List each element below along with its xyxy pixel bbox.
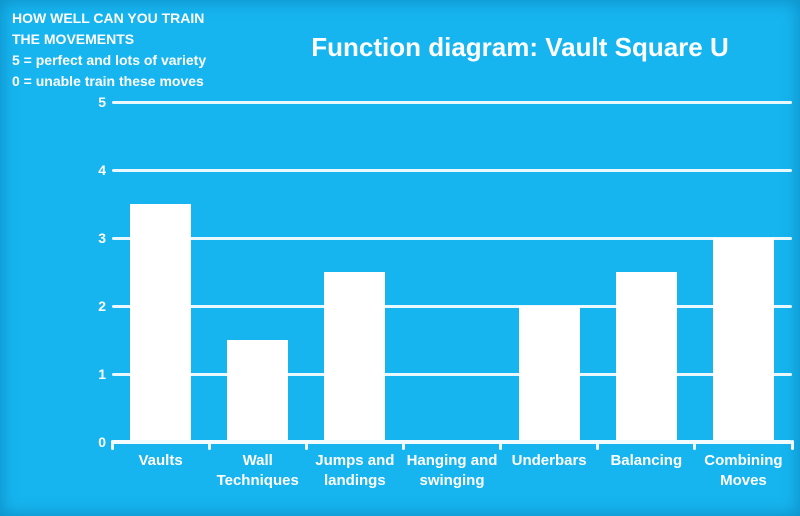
y-axis-label-4: 4 bbox=[98, 162, 106, 178]
y-axis-label-2: 2 bbox=[98, 298, 106, 314]
gridline-1 bbox=[112, 373, 792, 376]
x-axis-tick-2 bbox=[304, 440, 308, 450]
x-axis-tick-0 bbox=[110, 440, 114, 450]
x-axis-tick-7 bbox=[790, 440, 794, 450]
bar-5 bbox=[615, 272, 677, 442]
x-axis-line bbox=[112, 440, 792, 444]
annotation-line-2: THE MOVEMENTS bbox=[12, 31, 135, 47]
y-axis-label-0: 0 bbox=[98, 434, 106, 450]
bar-2 bbox=[324, 272, 386, 442]
annotation-line-3: 5 = perfect and lots of variety bbox=[12, 52, 207, 68]
x-axis-label-1: Wall Techniques bbox=[216, 452, 299, 489]
bar-4 bbox=[518, 306, 580, 442]
y-axis-label-5: 5 bbox=[98, 94, 106, 110]
chart-title: Function diagram: Vault Square U bbox=[311, 32, 729, 62]
gridline-4 bbox=[112, 169, 792, 172]
gridline-5 bbox=[112, 101, 792, 104]
gridline-2 bbox=[112, 305, 792, 308]
bar-0 bbox=[130, 204, 192, 442]
x-axis-tick-6 bbox=[693, 440, 697, 450]
annotation-line-1: HOW WELL CAN YOU TRAIN bbox=[12, 10, 205, 26]
x-axis-label-5: Balancing bbox=[610, 452, 683, 469]
x-axis-tick-3 bbox=[401, 440, 405, 450]
gridline-3 bbox=[112, 237, 792, 240]
x-axis-tick-4 bbox=[499, 440, 503, 450]
x-axis-tick-5 bbox=[596, 440, 600, 450]
bar-6 bbox=[712, 238, 774, 442]
x-axis-label-3: Hanging and swinging bbox=[406, 452, 498, 489]
y-axis-label-3: 3 bbox=[98, 230, 106, 246]
scale-annotation: HOW WELL CAN YOU TRAIN THE MOVEMENTS 5 =… bbox=[12, 8, 206, 92]
x-axis-label-6: Combining Moves bbox=[704, 452, 783, 489]
x-axis-tick-1 bbox=[207, 440, 211, 450]
x-axis-label-2: Jumps and landings bbox=[315, 452, 395, 489]
x-axis-label-4: Underbars bbox=[511, 452, 587, 469]
x-axis-label-0: Vaults bbox=[138, 452, 183, 469]
y-axis-label-1: 1 bbox=[98, 366, 106, 382]
bar-1 bbox=[227, 340, 289, 442]
annotation-line-4: 0 = unable train these moves bbox=[12, 73, 204, 89]
